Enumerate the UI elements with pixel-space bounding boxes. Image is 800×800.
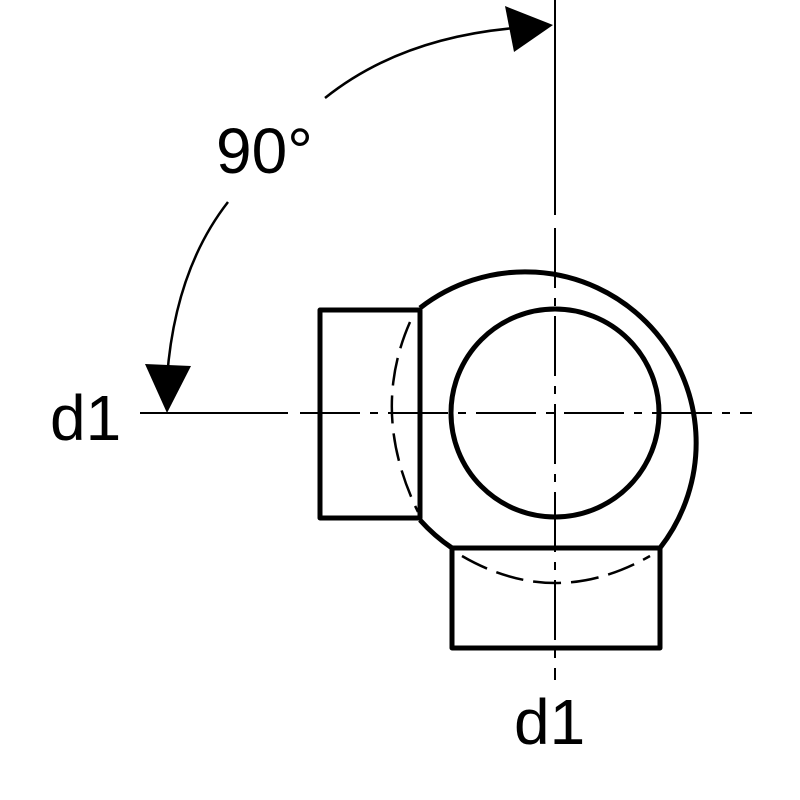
inner-bore-circle [448,306,662,520]
left-outlet-label: d1 [50,382,121,454]
bottom-outlet-socket [449,545,663,651]
centerlines [140,0,752,680]
left-outlet-socket [317,307,423,521]
left-hidden-arc [390,321,420,513]
arrow-head-up-icon [505,6,553,52]
angle-label: 90° [216,115,313,187]
outer-body-outline [418,269,699,551]
angle-dimension [145,6,553,413]
hidden-edges [390,321,651,585]
angle-arc-upper [324,26,516,99]
bottom-outlet-label: d1 [514,686,585,758]
bottom-hidden-arc [461,554,651,585]
arrow-head-down-icon [145,364,191,413]
fitting-body [317,269,699,651]
angle-arc-lower [165,201,229,379]
